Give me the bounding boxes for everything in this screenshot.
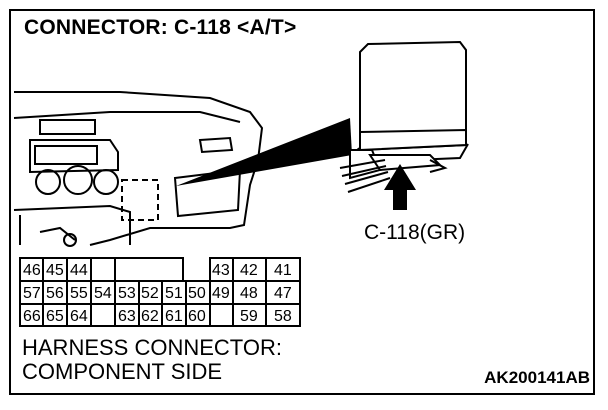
pin: 60 [188, 308, 206, 325]
pin: 57 [23, 285, 41, 302]
pin: 49 [212, 285, 230, 302]
pin: 47 [274, 285, 292, 302]
pin: 55 [70, 285, 88, 302]
pin: 43 [212, 262, 230, 279]
control-module [339, 40, 469, 193]
harness-label: HARNESS CONNECTOR: COMPONENT SIDE [22, 336, 282, 384]
pin: 48 [240, 285, 258, 302]
callout-arrow [384, 164, 416, 210]
pin: 63 [118, 308, 136, 325]
pin: 42 [240, 262, 258, 279]
pin: 46 [23, 262, 41, 279]
pin: 59 [240, 308, 258, 325]
pin: 53 [118, 285, 136, 302]
pin: 45 [46, 262, 64, 279]
dashboard-illustration [13, 91, 264, 247]
pin: 58 [274, 308, 292, 325]
pin: 66 [23, 308, 41, 325]
harness-label-line1: HARNESS CONNECTOR: [22, 335, 282, 360]
pin: 65 [46, 308, 64, 325]
pin: 50 [188, 285, 206, 302]
pin-numbers: 46 45 44 43 42 41 57 56 55 54 53 52 51 5… [23, 262, 292, 325]
pin: 54 [94, 285, 112, 302]
harness-connector-grid [19, 257, 301, 327]
figure-frame [9, 9, 595, 395]
pin: 44 [70, 262, 88, 279]
pin: 62 [141, 308, 159, 325]
pin: 51 [165, 285, 183, 302]
figure-code: AK200141AB [484, 368, 590, 387]
pin: 61 [165, 308, 183, 325]
connector-title: CONNECTOR: C-118 <A/T> [24, 16, 297, 39]
connector-location-box [121, 179, 159, 221]
pin: 41 [274, 262, 292, 279]
pin: 56 [46, 285, 64, 302]
connector-callout-label: C-118(GR) [364, 221, 466, 244]
zoom-leader [176, 118, 352, 186]
pin: 64 [70, 308, 88, 325]
pin: 52 [141, 285, 159, 302]
harness-label-line2: COMPONENT SIDE [22, 359, 223, 384]
